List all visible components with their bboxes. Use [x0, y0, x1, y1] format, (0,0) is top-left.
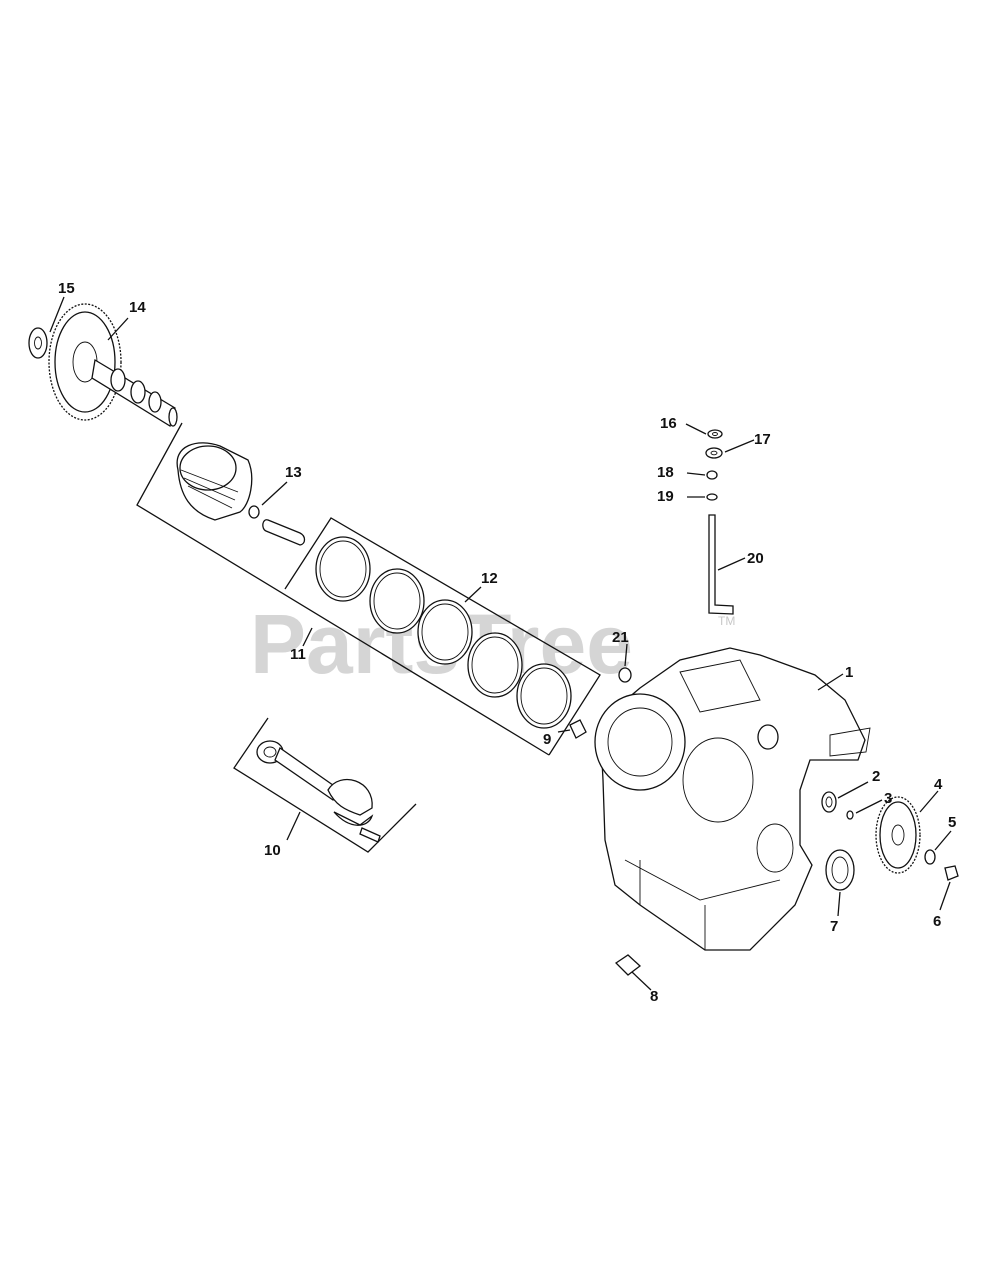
callout-11: 11 — [290, 646, 306, 663]
callout-4: 4 — [934, 776, 943, 793]
callout-16: 16 — [660, 415, 677, 432]
part-11-piston[interactable] — [176, 442, 253, 521]
part-3-pin[interactable] — [846, 810, 854, 820]
callout-18: 18 — [657, 464, 674, 481]
part-9-dowel[interactable] — [569, 719, 587, 739]
callout-12: 12 — [481, 570, 498, 587]
part-13-piston-pin-clip[interactable] — [248, 505, 306, 546]
callout-9: 9 — [543, 731, 551, 748]
callout-5: 5 — [948, 814, 956, 831]
part-20-dipstick-tube[interactable] — [708, 514, 734, 615]
part-8-drain-plug[interactable] — [614, 954, 642, 976]
part-11-piston-kit-frame — [136, 422, 601, 756]
part-21-plug[interactable] — [618, 667, 632, 683]
watermark-trademark: TM — [718, 614, 735, 628]
leader-lines — [49, 296, 952, 991]
callout-2: 2 — [872, 768, 880, 785]
part-4-gear[interactable] — [875, 796, 921, 874]
part-1-crankcase[interactable] — [594, 647, 871, 951]
part-16-nut[interactable] — [707, 429, 723, 439]
callout-21: 21 — [612, 629, 629, 646]
part-14-camshaft[interactable] — [48, 303, 178, 428]
part-19-o-ring[interactable] — [706, 493, 718, 501]
callout-13: 13 — [285, 464, 302, 481]
part-17-washer[interactable] — [705, 447, 723, 459]
part-18-grommet[interactable] — [706, 470, 718, 480]
callout-6: 6 — [933, 913, 941, 930]
callout-1: 1 — [845, 664, 853, 681]
callout-10: 10 — [264, 842, 281, 859]
callout-19: 19 — [657, 488, 674, 505]
part-2-seal[interactable] — [821, 791, 837, 813]
callout-7: 7 — [830, 918, 838, 935]
callout-labels: 15 14 13 12 11 21 9 10 16 17 18 19 20 1 … — [58, 280, 956, 1005]
callout-14: 14 — [129, 299, 146, 316]
part-7-oil-seal[interactable] — [825, 849, 855, 891]
part-12-piston-rings[interactable] — [315, 536, 572, 729]
callout-20: 20 — [747, 550, 764, 567]
callout-17: 17 — [754, 431, 771, 448]
part-15-washer[interactable] — [28, 327, 48, 359]
callout-3: 3 — [884, 790, 892, 807]
callout-15: 15 — [58, 280, 75, 297]
part-6-bolt[interactable] — [944, 865, 959, 881]
part-10-connecting-rod[interactable] — [233, 717, 417, 853]
part-5-washer[interactable] — [924, 849, 936, 865]
callout-8: 8 — [650, 988, 658, 1005]
